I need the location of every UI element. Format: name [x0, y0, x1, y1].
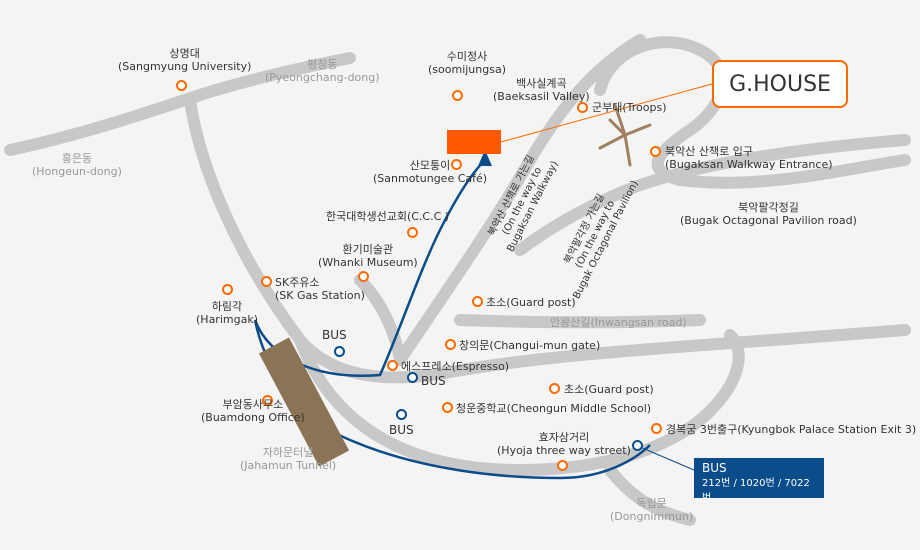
bus-stop-label: BUS [389, 423, 414, 437]
label-harimgak: 하림각(Harimgak) [196, 300, 258, 326]
label-kyungbok: 경복궁 3번출구(Kyungbok Palace Station Exit 3) [666, 423, 917, 436]
label-whanki: 환기미술관(Whanki Museum) [318, 243, 418, 269]
location-dot [176, 80, 187, 91]
road-inwangsan [454, 314, 706, 329]
bus-info-title: BUS [702, 461, 727, 475]
location-dot [261, 276, 272, 287]
label-baeksasil: 백사실계곡(Baeksasil Valley) [493, 77, 590, 103]
bus-stop-dot [334, 346, 345, 357]
bus-info-box: BUS 212번 / 1020번 / 7022번 [694, 458, 824, 504]
label-hongeun: 홍은동(Hongeun-dong) [32, 152, 122, 178]
location-dot [549, 383, 560, 394]
location-dot [222, 284, 233, 295]
road-bugak-loop [594, 36, 911, 189]
label-jahamun: 자하문터널(Jahamun Tunnel) [240, 446, 337, 472]
road-south [294, 329, 745, 476]
road-center [394, 34, 646, 366]
bus-stop-label: BUS [421, 374, 446, 388]
label-ccc: 한국대학생선교회(C.C.C ) [326, 210, 450, 223]
bus-stop-dot [632, 440, 643, 451]
walkway-trail [598, 103, 652, 167]
ghouse-label: G.HOUSE [712, 60, 848, 108]
location-dot [472, 296, 483, 307]
label-sk-gas: SK주유소(SK Gas Station) [275, 276, 365, 302]
location-dot [262, 395, 273, 406]
label-sangmyung: 상명대(Sangmyung University) [118, 47, 252, 73]
bus-stop-dot [407, 372, 418, 383]
label-troops: 군부대(Troops) [592, 101, 667, 114]
road-octagonal [514, 134, 911, 256]
location-dot [451, 159, 462, 170]
bus-box-leader-line [639, 446, 695, 471]
route-arrow-icon [478, 150, 492, 166]
label-pyeongchang: 평창동(Pyeongchang-dong) [265, 58, 380, 84]
ghouse-location-marker [447, 130, 501, 154]
ghouse-leader-line [500, 83, 713, 143]
label-inwangsan: 안왕산길(Inwangsan road) [550, 316, 687, 329]
location-dot [651, 423, 662, 434]
location-dot [442, 402, 453, 413]
bus-stop-dot [396, 409, 407, 420]
location-dot [407, 227, 418, 238]
location-dot [557, 460, 568, 471]
label-hyoja: 효자삼거리(Hyoja three way street) [497, 431, 631, 457]
road-main-west [184, 94, 911, 384]
jahamun-tunnel-icon [258, 337, 350, 467]
bus-info-routes: 212번 / 1020번 / 7022번 [702, 478, 810, 504]
bus-stop-label: BUS [322, 328, 347, 342]
label-bugaksan-entrance: 북악산 산책로 입구(Bugaksan Walkway Entrance) [665, 145, 833, 171]
label-espresso: 에스프레소(Espresso) [401, 360, 510, 373]
label-bugak-octagonal-road: 북악팔각정길(Bugak Octagonal Pavilion road) [680, 201, 857, 227]
location-dot [445, 339, 456, 350]
location-dot [452, 90, 463, 101]
label-cheongun: 청운중학교(Cheongun Middle School) [456, 402, 652, 415]
location-dot [387, 360, 398, 371]
location-dot [358, 271, 369, 282]
label-dongnimmun: 독립문(Dongnimmun) [610, 497, 694, 523]
label-soomijungsa: 수미정사(soomijungsa) [428, 50, 506, 76]
road-dongnimmun [604, 464, 696, 526]
label-changui: 창의문(Changui-mun gate) [459, 339, 601, 352]
location-dot [577, 102, 588, 113]
road-hongeun [4, 52, 356, 156]
label-guard-post-1: 초소(Guard post) [486, 296, 576, 309]
label-guard-post-2: 초소(Guard post) [564, 383, 654, 396]
location-dot [650, 146, 661, 157]
road-whanki [354, 274, 406, 366]
label-buamdong: 부암동사무소(Buamdong Office) [201, 398, 305, 424]
label-sanmotungee: 산모퉁이(Sanmotungee Café) [373, 159, 488, 185]
